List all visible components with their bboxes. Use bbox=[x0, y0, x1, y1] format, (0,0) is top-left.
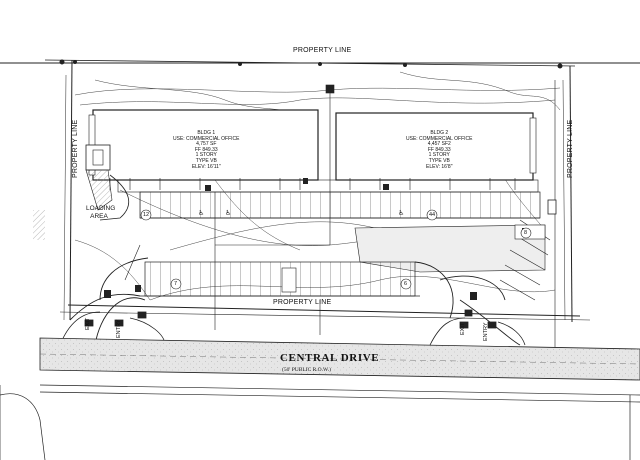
wheelchair-icon: ♿ ♿ ♿ bbox=[198, 209, 404, 217]
property-line-label-right: PROPERTY LINE bbox=[567, 119, 574, 178]
building-1-elev: ELEV: 16'11" bbox=[191, 163, 221, 170]
left-exit-label: EXIT bbox=[85, 317, 91, 330]
stall-count-b: 44 bbox=[429, 212, 436, 218]
building-1-label: BLDG 1 USE: COMMERCIAL OFFICE 4,757 SF F… bbox=[173, 130, 240, 170]
building-1-title: BLDG 1 bbox=[197, 130, 216, 136]
property-line-label-left: PROPERTY LINE bbox=[72, 119, 79, 178]
curbs-islands bbox=[69, 257, 521, 346]
property-line-left bbox=[63, 59, 73, 321]
road-row-label: (50' PUBLIC R.O.W.) bbox=[282, 367, 331, 373]
building-2-title: BLDG 2 bbox=[430, 130, 449, 136]
building-1-footprint: FF 849.33 bbox=[194, 146, 218, 153]
building-2-use: USE: COMMERCIAL OFFICE bbox=[406, 135, 473, 142]
parking-row-upper bbox=[139, 191, 541, 219]
property-line-right bbox=[562, 65, 573, 323]
svg-text:♿: ♿ bbox=[398, 209, 404, 217]
building-2-stories: 1 STORY bbox=[428, 152, 450, 159]
right-entry-label: ENTRY bbox=[483, 322, 489, 341]
sign-marker bbox=[547, 199, 557, 215]
sidewalk-band bbox=[117, 179, 539, 193]
road-name: CENTRAL DRIVE bbox=[280, 352, 380, 364]
building-2-elev: ELEV: 16'8" bbox=[426, 163, 453, 170]
building-1-use: USE: COMMERCIAL OFFICE bbox=[173, 135, 240, 142]
entrance-left bbox=[59, 311, 166, 346]
property-line-top bbox=[0, 59, 640, 69]
property-line-label-top: PROPERTY LINE bbox=[293, 47, 352, 54]
drive-aisle-shading bbox=[354, 224, 546, 273]
building-2-area: 4,457 SF2 bbox=[427, 141, 451, 148]
svg-text:♿: ♿ bbox=[225, 209, 231, 217]
road-edges-lower bbox=[0, 384, 640, 460]
loading-area-label: LOADING AREA bbox=[86, 205, 116, 220]
building-2-footprint: FF 849.33 bbox=[427, 146, 451, 153]
property-line-label-bottom: PROPERTY LINE bbox=[273, 299, 332, 306]
parking-row-lower bbox=[140, 261, 420, 297]
stall-count-c: 8 bbox=[524, 230, 528, 236]
building-2-label: BLDG 2 USE: COMMERCIAL OFFICE 4,457 SF2 … bbox=[406, 130, 473, 170]
svg-text:♿: ♿ bbox=[198, 209, 204, 217]
stall-count-e: 6 bbox=[404, 281, 408, 287]
entrance-right bbox=[429, 309, 526, 346]
building-1-type: TYPE VB bbox=[195, 157, 217, 164]
right-exit-label: EXIT bbox=[460, 322, 466, 335]
stall-count-a: 12 bbox=[143, 212, 150, 218]
utility-lines bbox=[124, 80, 556, 350]
loading-area bbox=[85, 144, 130, 221]
hatched-patch bbox=[33, 210, 45, 240]
central-drive-road bbox=[39, 337, 640, 381]
stall-count-d: 7 bbox=[174, 281, 178, 287]
stall-count-markers bbox=[140, 209, 532, 290]
building-2-type: TYPE VB bbox=[428, 157, 450, 164]
building-1-area: 4,757 SF bbox=[196, 141, 217, 148]
left-entry-label: ENTRY bbox=[116, 319, 122, 338]
building-1-stories: 1 STORY bbox=[195, 152, 217, 159]
property-line-bottom bbox=[59, 304, 591, 321]
